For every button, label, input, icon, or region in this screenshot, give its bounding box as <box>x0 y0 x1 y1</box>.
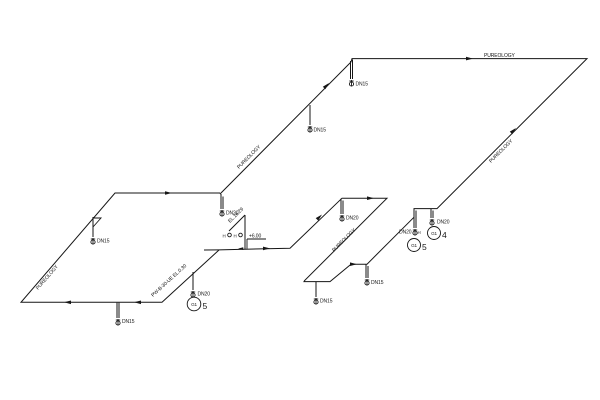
elevation-value: +6.00 <box>249 234 261 240</box>
pipe-run-main <box>203 58 589 283</box>
flow-arrow-icon <box>509 126 518 135</box>
valve-icon <box>307 125 313 133</box>
hose-valve-label: H <box>234 234 237 239</box>
flow-arrow-icon <box>165 191 172 195</box>
flow-arrow-icon <box>350 262 357 266</box>
flow-arrow-icon <box>367 196 374 200</box>
pipe-riser-jog <box>228 214 246 249</box>
inline-valve-icon <box>238 232 243 238</box>
line-label-top-header: PUREOLOGY <box>484 53 516 59</box>
line-label-right-diagonal: PUREOLOGY <box>488 138 515 165</box>
valve-icon <box>190 290 196 298</box>
stub-pipe <box>116 302 120 318</box>
stub-pipe <box>365 264 369 278</box>
valve-icon <box>90 237 96 245</box>
hose-valve-label: H <box>223 234 226 239</box>
line-labels: PUREOLOGY PUREOLOGY PUREOLOGY PUREOLOGY … <box>35 53 516 298</box>
size-label-dn15: DN15 <box>314 128 327 134</box>
valve-icon <box>339 214 345 222</box>
size-label-dn15: DN15 <box>320 299 333 305</box>
tag-circle-icon <box>407 238 421 252</box>
tag-id: G1 <box>411 243 417 248</box>
size-label-dn20: DN20 <box>198 292 211 298</box>
hose-valve-label: H <box>418 230 421 235</box>
tag-circle-icon <box>186 296 202 312</box>
flow-arrow-icon <box>64 300 71 305</box>
size-label-dn20: DN20 <box>399 230 412 236</box>
branch-stubs <box>90 59 435 326</box>
valve-icon <box>364 278 370 286</box>
tag-number: 5 <box>203 301 208 311</box>
tag-circle-icon <box>427 226 441 240</box>
size-label-dn20: DN20 <box>346 216 359 222</box>
flow-arrows <box>64 56 518 305</box>
valve-icon <box>348 79 355 87</box>
inline-valve-icon <box>227 232 232 238</box>
size-label-dn15: DN15 <box>356 82 369 88</box>
size-label-dn20: DN20 <box>226 211 239 217</box>
tag-number: 5 <box>422 242 427 252</box>
valve-icon <box>313 297 319 305</box>
valve-icon <box>219 209 225 217</box>
slope-flag-icon <box>92 217 103 229</box>
valve-icon <box>429 218 435 226</box>
line-label-left-diagonal: PUREOLOGY <box>35 264 60 292</box>
flow-arrow-icon <box>134 300 141 305</box>
flow-arrow-icon <box>263 246 270 251</box>
elevation-marker: +6.00 H H <box>223 232 266 249</box>
tag-id: G1 <box>191 302 197 307</box>
valve-icon <box>115 318 121 326</box>
stub-pipe <box>220 194 224 209</box>
tag-id: G1 <box>431 231 437 236</box>
size-label-dn15: DN15 <box>122 319 135 325</box>
stub-pipe <box>413 209 417 228</box>
instrument-tags: G1 5 G1 5 G1 4 <box>186 226 447 312</box>
pipe-runs <box>19 58 589 303</box>
flow-arrow-icon <box>466 56 473 61</box>
line-label-upper-left-diagonal: PUREOLOGY <box>236 144 262 171</box>
tag-number: 4 <box>442 230 447 240</box>
size-label-dn15: DN15 <box>97 239 110 245</box>
pipe-spec-label: PW-B-30-UE EL.0.30 <box>150 263 188 298</box>
size-label-dn15: DN15 <box>371 280 384 286</box>
stub-pipe <box>350 59 353 79</box>
stub-pipe <box>340 198 344 214</box>
line-label-middle-diagonal: PUREOLOGY <box>331 227 358 254</box>
size-labels: DN20 DN15 DN15 DN15 DN15 DN20 DN20 DN15 … <box>97 82 450 326</box>
elevation-leader <box>246 238 266 249</box>
stub-pipe <box>430 209 434 218</box>
size-label-dn20: DN20 <box>437 220 450 226</box>
pipe-run-left-loop <box>19 192 220 303</box>
flow-arrow-icon <box>322 81 331 90</box>
